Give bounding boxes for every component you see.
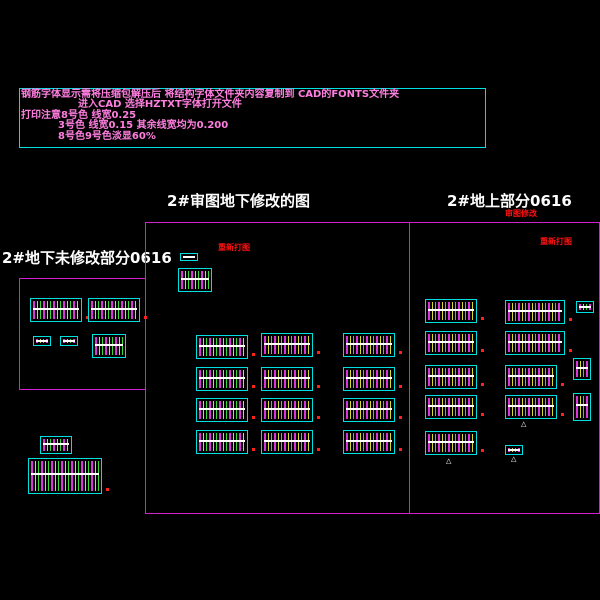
drawing-sheet-thumbnail[interactable] bbox=[573, 358, 591, 380]
drawing-sheet-thumbnail[interactable] bbox=[33, 336, 51, 346]
drawing-sheet-thumbnail[interactable] bbox=[505, 395, 557, 419]
revision-marker bbox=[561, 413, 564, 416]
review-title: 2#审图地下修改的图 bbox=[167, 192, 311, 210]
drawing-sheet-thumbnail[interactable] bbox=[425, 431, 477, 455]
drawing-sheet-thumbnail[interactable] bbox=[40, 436, 72, 454]
drawing-sheet-thumbnail[interactable] bbox=[573, 393, 591, 421]
drawing-sheet-thumbnail[interactable] bbox=[425, 365, 477, 389]
drawing-sheet-thumbnail[interactable] bbox=[261, 430, 313, 454]
revision-marker bbox=[481, 413, 484, 416]
drawing-sheet-thumbnail[interactable] bbox=[28, 458, 102, 494]
drawing-sheet-thumbnail[interactable] bbox=[343, 333, 395, 357]
drawing-sheet-thumbnail[interactable] bbox=[60, 336, 78, 346]
revision-marker bbox=[317, 385, 320, 388]
above-tag-review: 审图修改 bbox=[505, 209, 537, 218]
note-line: 打印注意8号色 线宽0.25 bbox=[21, 110, 137, 121]
drawing-sheet-thumbnail[interactable] bbox=[425, 331, 477, 355]
drawing-sheet-thumbnail[interactable] bbox=[505, 365, 557, 389]
drawing-sheet-thumbnail[interactable] bbox=[261, 398, 313, 422]
drawing-sheet-thumbnail[interactable] bbox=[261, 367, 313, 391]
revision-marker bbox=[561, 383, 564, 386]
drawing-sheet-thumbnail[interactable] bbox=[576, 301, 594, 313]
notes-box: 钢筋字体显示需将压缩包解压后 将结构字体文件夹内容复制到 CAD的FONTS文件… bbox=[19, 88, 486, 148]
drawing-sheet-thumbnail[interactable] bbox=[505, 445, 523, 455]
drawing-sheet-thumbnail[interactable] bbox=[425, 299, 477, 323]
revision-marker bbox=[317, 351, 320, 354]
revision-marker bbox=[252, 416, 255, 419]
revision-marker bbox=[481, 383, 484, 386]
revision-marker bbox=[481, 449, 484, 452]
note-line: 8号色9号色淡显60% bbox=[58, 131, 156, 142]
note-line: 3号色 线宽0.15 其余线宽均为0.200 bbox=[58, 120, 229, 131]
revision-marker bbox=[317, 448, 320, 451]
review-tag: 重新打图 bbox=[218, 243, 250, 252]
drawing-sheet-thumbnail[interactable] bbox=[178, 268, 212, 292]
revision-marker bbox=[399, 416, 402, 419]
drawing-sheet-thumbnail[interactable] bbox=[196, 367, 248, 391]
drawing-sheet-thumbnail[interactable] bbox=[425, 395, 477, 419]
revision-marker bbox=[317, 416, 320, 419]
drawing-sheet-thumbnail[interactable] bbox=[505, 331, 565, 355]
revision-marker bbox=[569, 349, 572, 352]
drawing-sheet-thumbnail[interactable] bbox=[180, 253, 198, 261]
revision-marker bbox=[399, 385, 402, 388]
revision-marker bbox=[106, 488, 109, 491]
above-title: 2#地上部分0616 bbox=[447, 192, 572, 210]
drawing-sheet-thumbnail[interactable] bbox=[261, 333, 313, 357]
unmodified-frame bbox=[19, 278, 146, 390]
note-line: 进入CAD 选择HZTXT字体打开文件 bbox=[78, 99, 242, 110]
drawing-sheet-thumbnail[interactable] bbox=[343, 430, 395, 454]
revision-triangle-icon: △ bbox=[511, 455, 517, 463]
revision-marker bbox=[481, 317, 484, 320]
drawing-sheet-thumbnail[interactable] bbox=[196, 398, 248, 422]
revision-marker bbox=[144, 316, 147, 319]
revision-marker bbox=[252, 353, 255, 356]
drawing-sheet-thumbnail[interactable] bbox=[505, 300, 565, 324]
drawing-sheet-thumbnail[interactable] bbox=[196, 335, 248, 359]
drawing-sheet-thumbnail[interactable] bbox=[343, 367, 395, 391]
revision-triangle-icon: △ bbox=[446, 457, 452, 465]
note-line: 钢筋字体显示需将压缩包解压后 将结构字体文件夹内容复制到 CAD的FONTS文件… bbox=[21, 89, 400, 100]
drawing-sheet-thumbnail[interactable] bbox=[196, 430, 248, 454]
revision-marker bbox=[569, 318, 572, 321]
revision-marker bbox=[252, 385, 255, 388]
drawing-sheet-thumbnail[interactable] bbox=[88, 298, 140, 322]
drawing-sheet-thumbnail[interactable] bbox=[92, 334, 126, 358]
revision-marker bbox=[481, 349, 484, 352]
revision-triangle-icon: △ bbox=[521, 420, 527, 428]
unmodified-title: 2#地下未修改部分0616 bbox=[2, 249, 172, 267]
revision-marker bbox=[399, 351, 402, 354]
above-tag-reprint: 重新打图 bbox=[540, 237, 572, 246]
drawing-sheet-thumbnail[interactable] bbox=[343, 398, 395, 422]
revision-marker bbox=[86, 316, 89, 319]
revision-marker bbox=[399, 448, 402, 451]
drawing-sheet-thumbnail[interactable] bbox=[30, 298, 82, 322]
revision-marker bbox=[252, 448, 255, 451]
